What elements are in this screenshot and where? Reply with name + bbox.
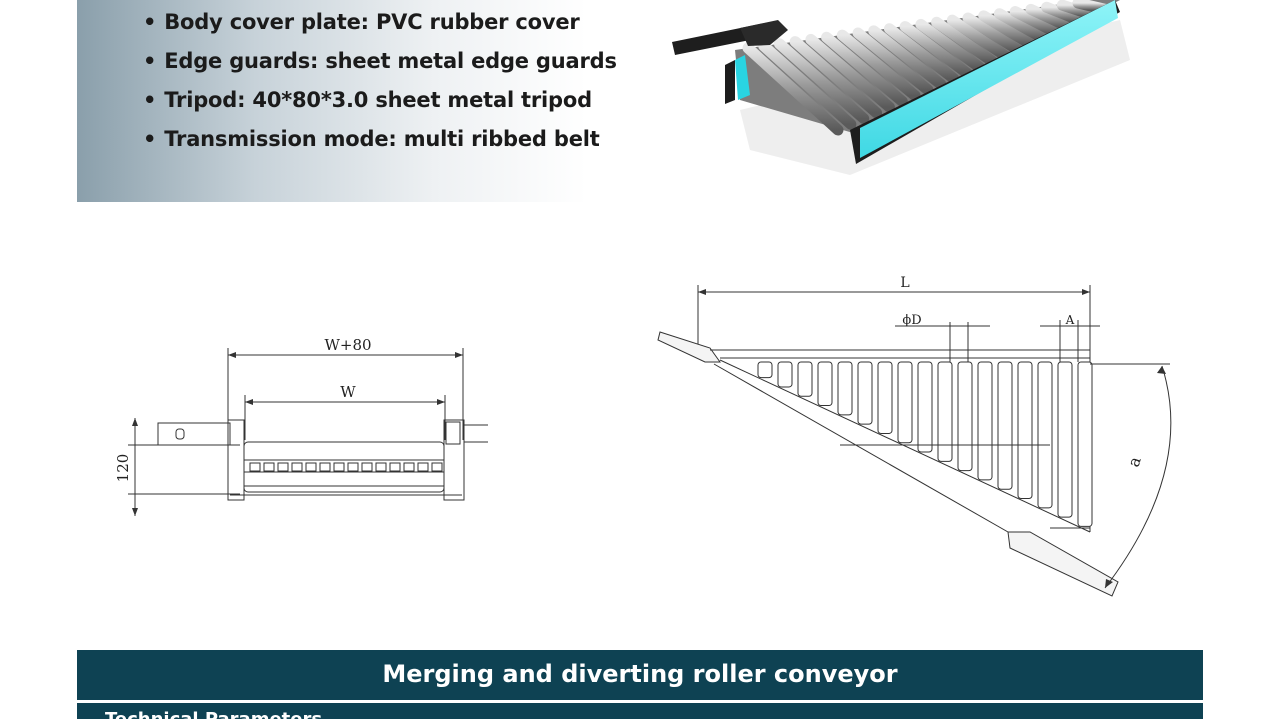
- roller-tube: [852, 27, 934, 96]
- roller-outline: [957, 361, 973, 472]
- dim-height: 120: [114, 454, 132, 483]
- roller-slot: [431, 462, 443, 472]
- dim-roller-a: A: [1065, 313, 1075, 327]
- roller-outline: [917, 361, 933, 453]
- section-subtitle: Technical Parameters: [105, 710, 322, 719]
- roller-tube: [742, 42, 844, 136]
- spec-item: Tripod: 40*80*3.0 sheet metal tripod: [143, 84, 617, 123]
- section-title-bar: Merging and diverting roller conveyor: [77, 650, 1203, 700]
- roller-tube: [805, 33, 895, 113]
- roller-tube: [821, 31, 908, 107]
- roller-tube: [789, 36, 883, 119]
- section-title: Merging and diverting roller conveyor: [382, 660, 898, 688]
- roller-outline: [797, 361, 813, 397]
- conveyor-product-image: [672, 0, 1130, 175]
- spec-item: Edge guards: sheet metal edge guards: [143, 45, 617, 84]
- roller-outline: [897, 361, 913, 444]
- top-view-drawing: L ϕD A a: [657, 275, 1172, 597]
- roller-outline: [977, 361, 993, 481]
- roller-outline: [857, 361, 873, 425]
- roller-tube: [915, 18, 985, 73]
- roller-slot: [249, 462, 261, 472]
- dim-outer-width: W+80: [324, 336, 371, 354]
- spec-item: Transmission mode: multi ribbed belt: [143, 123, 617, 162]
- roller-outline: [1077, 361, 1093, 527]
- roller-slot: [305, 462, 317, 472]
- roller-slot: [361, 462, 373, 472]
- spec-panel: Body cover plate: PVC rubber cover Edge …: [77, 0, 617, 202]
- roller-slot: [375, 462, 387, 472]
- roller-tube: [899, 21, 973, 79]
- roller-outline: [757, 361, 773, 379]
- dim-length: L: [900, 275, 909, 291]
- roller-outline: [777, 361, 793, 388]
- roller-tube: [1025, 3, 1075, 33]
- roller-tube: [993, 8, 1050, 45]
- roller-slot: [333, 462, 345, 472]
- roller-tube: [836, 29, 921, 102]
- roller-tube: [773, 38, 870, 125]
- roller-slot: [319, 462, 331, 472]
- roller-outline: [837, 361, 853, 416]
- roller-outline: [1037, 361, 1053, 509]
- roller-tube: [868, 25, 947, 90]
- roller-outline: [997, 361, 1013, 490]
- roller-tube: [758, 40, 857, 130]
- roller-slot: [347, 462, 359, 472]
- roller-slot: [417, 462, 429, 472]
- roller-slot: [389, 462, 401, 472]
- roller-outline: [877, 361, 893, 434]
- roller-slot: [403, 462, 415, 472]
- roller-tube: [978, 10, 1037, 50]
- dim-angle: a: [1124, 454, 1145, 469]
- dim-diameter: ϕD: [902, 313, 921, 328]
- section-subtitle-bar: Technical Parameters: [77, 703, 1203, 719]
- roller-tube: [931, 16, 998, 67]
- roller-tube: [962, 12, 1024, 56]
- roller-tube: [946, 14, 1011, 62]
- spec-list: Body cover plate: PVC rubber cover Edge …: [143, 6, 617, 162]
- spec-item: Body cover plate: PVC rubber cover: [143, 6, 617, 45]
- roller-outline: [1057, 361, 1073, 518]
- roller-outline: [937, 361, 953, 462]
- dim-inner-width: W: [340, 383, 356, 401]
- roller-outline: [817, 361, 833, 407]
- roller-slot: [277, 462, 289, 472]
- roller-tube: [883, 23, 960, 85]
- roller-slot: [291, 462, 303, 472]
- roller-outline: [1017, 361, 1033, 500]
- roller-slot: [263, 462, 275, 472]
- side-view-drawing: W+80 W 120: [114, 336, 488, 516]
- roller-tube: [1009, 6, 1063, 39]
